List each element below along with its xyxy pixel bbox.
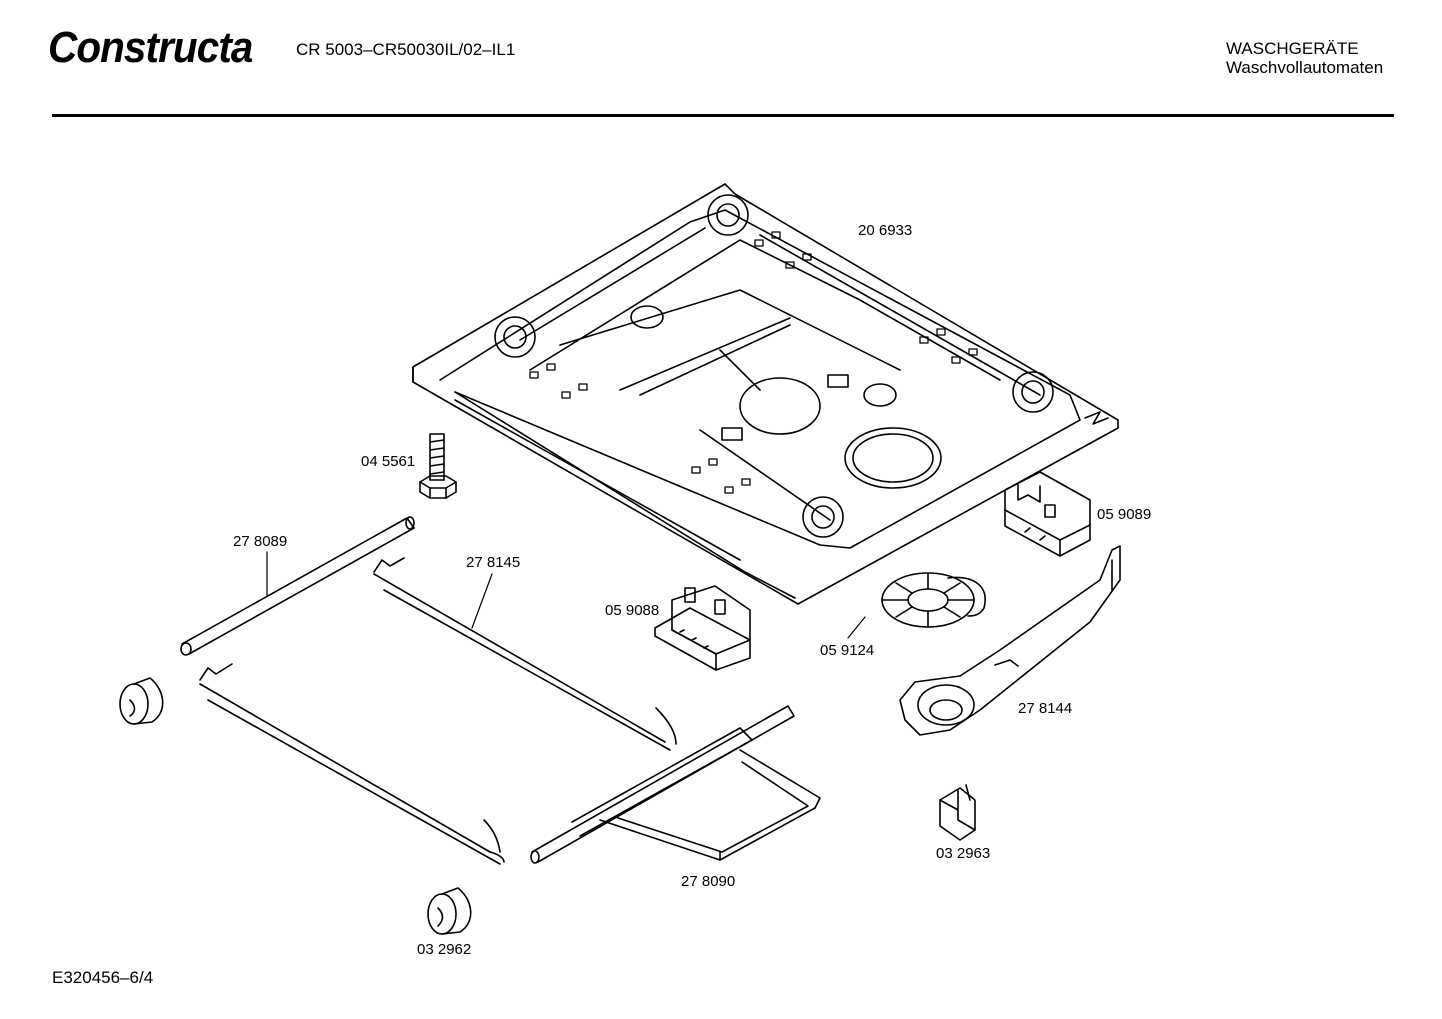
part-label-278144: 27 8144 [1018, 700, 1073, 717]
category-subtitle: Waschvollautomaten [1226, 58, 1384, 77]
rod-part [180, 516, 415, 656]
bracket-left-part [654, 585, 751, 671]
part-label-059088: 05 9088 [605, 602, 660, 619]
part-label-278090: 27 8090 [681, 873, 736, 890]
foot-bottom-part [427, 887, 472, 935]
model-number: CR 5003–CR50030IL/02–IL1 [296, 40, 516, 59]
part-label-278145: 27 8145 [466, 554, 521, 571]
part-label-032963: 03 2963 [936, 845, 991, 862]
category: WASCHGERÄTE Waschvollautomaten [1226, 39, 1383, 77]
foot-left-part [119, 677, 164, 725]
part-label-059124: 05 9124 [820, 642, 875, 659]
screw-part [419, 433, 457, 499]
part-label-206933: 20 6933 [858, 222, 913, 239]
arm-part [899, 545, 1121, 736]
clip-part [939, 784, 976, 841]
header-divider [52, 114, 1394, 117]
frame-holes [529, 231, 978, 494]
part-label-059089: 05 9089 [1097, 506, 1152, 523]
holder-part [530, 705, 821, 864]
category-title: WASCHGERÄTE [1226, 39, 1359, 58]
bracket-right-part [1004, 471, 1091, 557]
leader-lines [266, 551, 866, 639]
shield-part [199, 557, 677, 865]
part-label-045561: 04 5561 [361, 453, 416, 470]
cap-part [881, 572, 986, 628]
brand-logo: Constructa [48, 23, 253, 72]
part-label-278089: 27 8089 [233, 533, 288, 550]
part-label-032962: 03 2962 [417, 941, 472, 958]
base-frame-part [412, 183, 1119, 605]
drawing-number: E320456–6/4 [52, 968, 154, 987]
